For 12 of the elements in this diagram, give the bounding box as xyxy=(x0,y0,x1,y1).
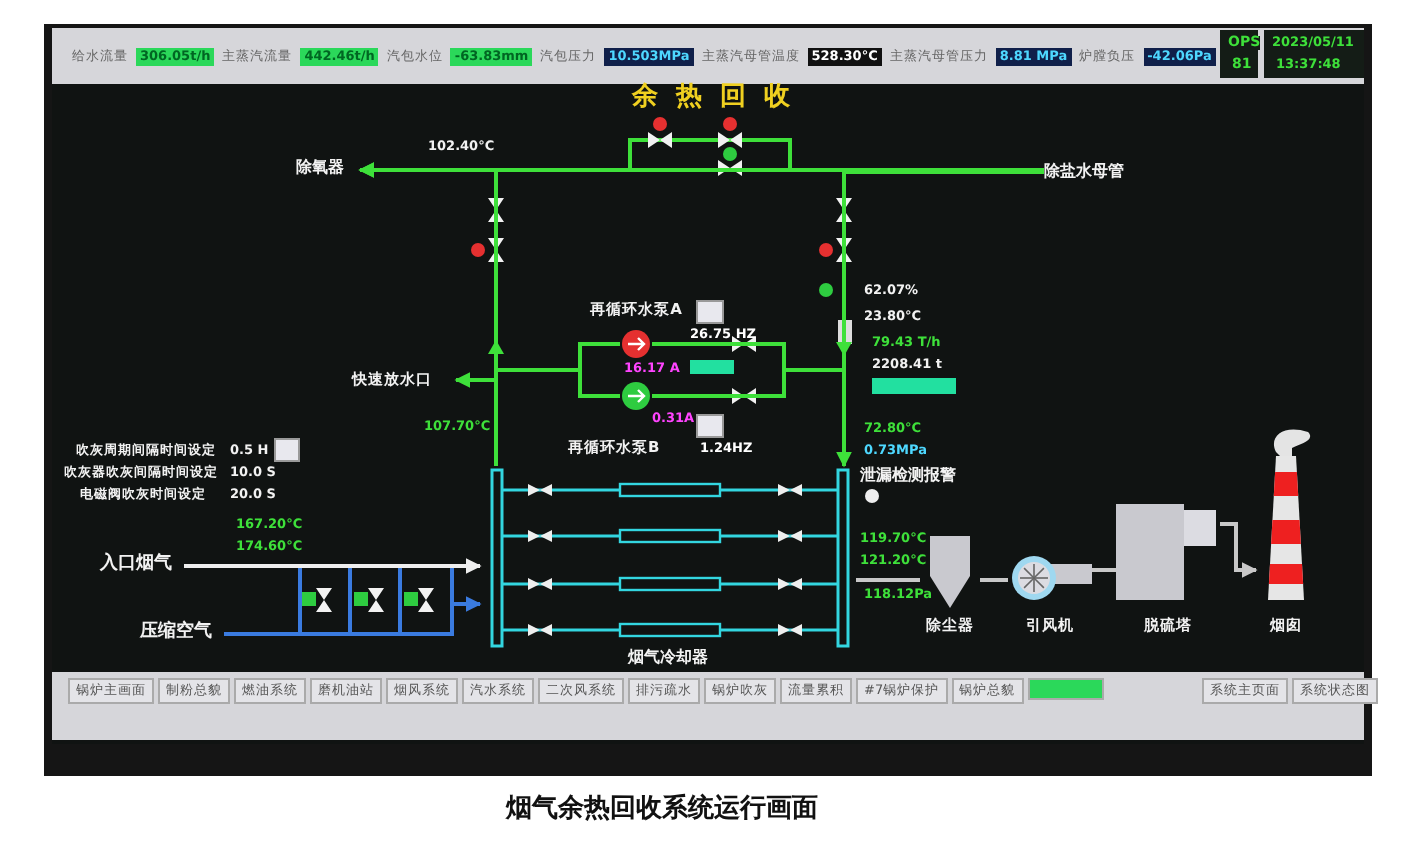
equipment-label: 除盐水母管 xyxy=(1044,164,1144,180)
equipment-label: 入口烟气 xyxy=(100,556,184,574)
figure-caption: 烟气余热回收系统运行画面 xyxy=(506,796,818,822)
pipe-arrow xyxy=(1220,522,1258,578)
equipment-label: 压缩空气 xyxy=(140,624,224,642)
equipment-label: 除氧器 xyxy=(296,160,360,176)
equipment-label: 烟气冷却器 xyxy=(625,650,710,666)
pipe-arrow xyxy=(184,558,482,574)
screen-title: 余热回收 xyxy=(632,84,808,110)
pipe-arrow xyxy=(836,170,1044,468)
pipe-arrow xyxy=(224,596,482,636)
alarm-label: 泄漏检测报警 xyxy=(860,468,956,484)
